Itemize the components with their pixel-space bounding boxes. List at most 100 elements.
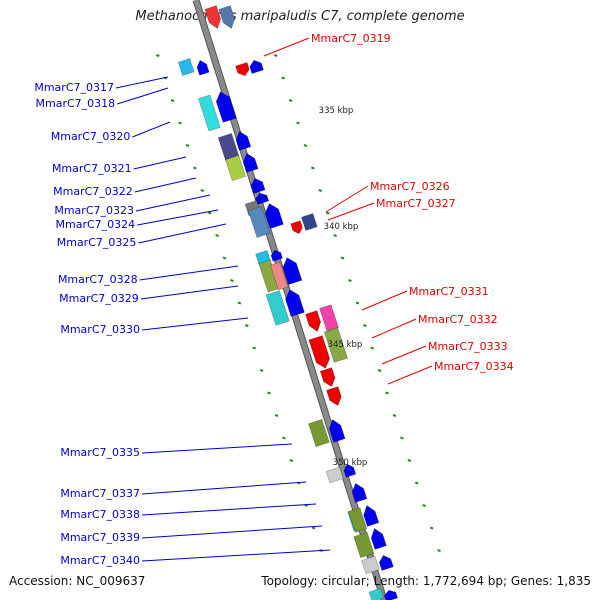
leader-line bbox=[115, 76, 169, 89]
gene-arrow-forward bbox=[242, 152, 259, 173]
gene-arrow-forward bbox=[285, 289, 305, 317]
gene-box bbox=[361, 555, 380, 575]
gene-label: MmarC7_0320 bbox=[51, 130, 131, 143]
gene-box bbox=[348, 507, 368, 533]
gene-arrow-reverse bbox=[204, 5, 221, 29]
leader-line bbox=[325, 185, 369, 213]
gene-label: MmarC7_0333 bbox=[428, 340, 508, 353]
gene-label: MmarC7_0329 bbox=[59, 292, 139, 305]
gene-arrow-reverse bbox=[305, 310, 321, 332]
gene-label: MmarC7_0338 bbox=[60, 508, 140, 521]
tick-mark bbox=[333, 234, 337, 237]
gene-box bbox=[265, 290, 290, 326]
gene-arrow-reverse bbox=[290, 220, 303, 235]
tick-mark bbox=[422, 504, 426, 507]
gene-label: MmarC7_0330 bbox=[60, 323, 140, 336]
gene-box bbox=[308, 419, 330, 447]
gene-arrow-reverse bbox=[308, 335, 330, 369]
gene-arrow-forward bbox=[370, 528, 387, 550]
gene-label: MmarC7_0335 bbox=[60, 446, 140, 459]
tick-mark bbox=[296, 121, 300, 125]
gene-arrow-forward bbox=[235, 130, 252, 151]
gene-arrow-forward bbox=[343, 463, 357, 478]
leader-line bbox=[263, 37, 310, 57]
tick-mark bbox=[155, 54, 160, 57]
gene-box bbox=[368, 588, 384, 600]
tick-mark bbox=[400, 436, 404, 440]
gene-arrow-reverse bbox=[235, 62, 250, 77]
tick-mark bbox=[311, 166, 315, 170]
leader-line bbox=[141, 549, 331, 562]
tick-mark bbox=[281, 76, 285, 80]
tick-mark bbox=[259, 369, 264, 372]
leader-line bbox=[141, 481, 307, 495]
tick-mark bbox=[230, 279, 234, 282]
leader-line bbox=[134, 177, 197, 193]
gene-arrow-forward bbox=[270, 249, 283, 262]
tick-mark bbox=[311, 526, 316, 530]
tick-mark bbox=[392, 414, 397, 417]
tick-mark bbox=[288, 99, 293, 102]
gene-arrow-reverse bbox=[218, 5, 235, 29]
tick-mark bbox=[370, 346, 375, 350]
tick-mark bbox=[207, 211, 212, 215]
kbp-marker: 350 kbp bbox=[333, 458, 368, 468]
leader-line bbox=[138, 223, 227, 244]
gene-box bbox=[323, 327, 348, 363]
gene-arrow-forward bbox=[351, 482, 368, 503]
kbp-marker: 345 kbp bbox=[328, 340, 363, 350]
gene-label: MmarC7_0323 bbox=[54, 204, 134, 217]
tick-mark bbox=[318, 189, 323, 192]
tick-mark bbox=[385, 391, 389, 395]
tick-mark bbox=[377, 369, 382, 372]
right-gene-labels: MmarC7_0319MmarC7_0326MmarC7_0327MmarC7_… bbox=[263, 32, 514, 385]
gene-box bbox=[247, 206, 271, 238]
gene-label: MmarC7_0319 bbox=[311, 32, 391, 45]
gene-box bbox=[177, 58, 195, 76]
leader-line bbox=[141, 525, 323, 539]
leader-line bbox=[361, 290, 408, 311]
gene-box bbox=[319, 304, 339, 332]
tick-mark bbox=[362, 324, 367, 327]
gene-arrow-forward bbox=[250, 177, 266, 194]
tick-mark bbox=[267, 391, 271, 395]
gene-box bbox=[325, 466, 344, 484]
gene-label: MmarC7_0339 bbox=[60, 531, 140, 544]
gene-arrow-forward bbox=[363, 505, 380, 527]
gene-label: MmarC7_0334 bbox=[434, 360, 514, 373]
tick-mark bbox=[355, 301, 360, 305]
genome-summary-text: Topology: circular; Length: 1,772,694 bp… bbox=[261, 574, 591, 588]
gene-label: MmarC7_0337 bbox=[60, 487, 140, 500]
gene-label: MmarC7_0332 bbox=[418, 313, 498, 326]
gene-box bbox=[269, 261, 289, 291]
leader-line bbox=[381, 345, 427, 365]
gene-label: MmarC7_0322 bbox=[53, 185, 133, 198]
gene-label: MmarC7_0321 bbox=[52, 162, 132, 175]
leader-line bbox=[135, 194, 211, 212]
gene-label: MmarC7_0327 bbox=[376, 197, 456, 210]
tick-mark bbox=[407, 459, 412, 462]
tick-mark bbox=[414, 481, 419, 485]
gene-label: MmarC7_0340 bbox=[60, 554, 140, 567]
gene-label: MmarC7_0317 bbox=[34, 81, 114, 94]
gene-label: MmarC7_0324 bbox=[56, 218, 136, 231]
gene-arrow-forward bbox=[215, 91, 237, 123]
tick-mark bbox=[273, 54, 278, 57]
tick-mark bbox=[437, 549, 441, 552]
leader-line bbox=[132, 121, 171, 138]
tick-mark bbox=[429, 526, 434, 530]
gene-label: MmarC7_0328 bbox=[58, 273, 138, 286]
tick-mark bbox=[289, 459, 294, 462]
tick-mark bbox=[325, 211, 330, 215]
leader-line bbox=[133, 156, 187, 170]
tick-mark bbox=[340, 256, 345, 260]
gene-arrow-reverse bbox=[319, 367, 336, 388]
gene-box bbox=[225, 154, 246, 182]
tick-marks bbox=[155, 54, 441, 552]
tick-mark bbox=[282, 436, 286, 440]
gene-box bbox=[353, 531, 375, 559]
tick-mark bbox=[200, 189, 205, 192]
gene-box bbox=[198, 94, 221, 132]
tick-mark bbox=[222, 256, 227, 260]
leader-line bbox=[139, 265, 239, 281]
